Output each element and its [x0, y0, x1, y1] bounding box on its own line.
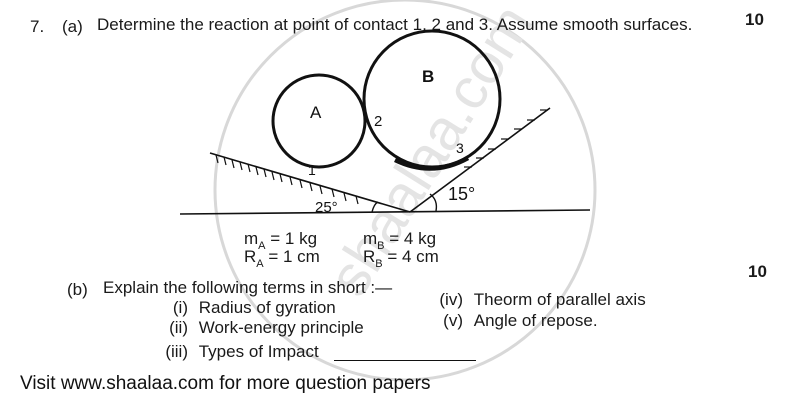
part-a-text: Determine the reaction at point of conta…: [97, 15, 693, 34]
given-radius-b: RB = 4 cm: [363, 247, 439, 270]
term-item-1: (i) Radius of gyration: [172, 298, 336, 317]
given-mass-b: mB = 4 kg: [363, 229, 437, 252]
circle-b-label: B: [422, 67, 434, 86]
end-rule: [334, 360, 476, 361]
angle-right-label: 15°: [448, 184, 475, 204]
part-a-marks: 10: [745, 10, 764, 29]
part-b-marks: 10: [748, 262, 767, 281]
angle-left-label: 25°: [315, 199, 338, 216]
part-b-label: (b): [67, 280, 88, 299]
term-item-5: (v) Angle of repose.: [443, 311, 598, 330]
term-item-4: (iv) Theorm of parallel axis: [439, 290, 646, 309]
term-item-3: (iii) Types of Impact: [165, 342, 319, 361]
term-item-2: (ii) Work-energy principle: [169, 318, 364, 337]
footer-link-text[interactable]: Visit www.shaalaa.com for more question …: [20, 373, 431, 394]
contact-1-label: 1: [308, 162, 316, 178]
contact-2-label: 2: [374, 113, 382, 130]
question-number: 7.: [30, 17, 45, 36]
circle-a-label: A: [310, 103, 322, 122]
contact-3-label: 3: [456, 140, 464, 156]
part-b-text: Explain the following terms in short :—: [103, 278, 393, 297]
part-a-label: (a): [62, 17, 83, 36]
given-radius-a: RA = 1 cm: [244, 247, 320, 270]
given-mass-a: mA = 1 kg: [244, 229, 318, 252]
